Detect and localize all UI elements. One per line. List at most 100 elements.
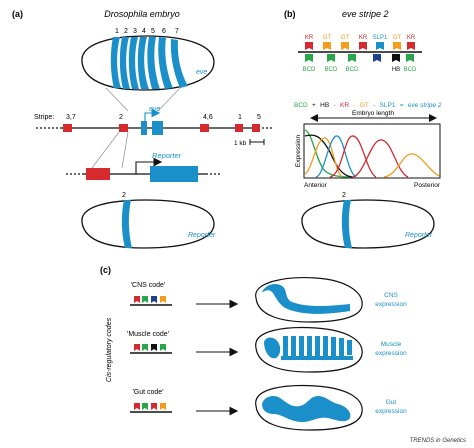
reporter-construct: Reporter <box>66 151 222 182</box>
panel-b-label: (b) <box>284 9 296 19</box>
muscle-segment <box>315 336 320 358</box>
eve-stripe <box>119 37 130 89</box>
kr-site <box>407 42 415 50</box>
eq-gt: GT <box>360 102 369 109</box>
eve-exon <box>152 121 163 135</box>
stripe-label: 1 <box>238 114 242 121</box>
embryo-outline <box>301 199 435 249</box>
muscle-code-row: 'Muscle code' Muscle expression <box>127 326 407 373</box>
embryo-outline <box>255 277 363 323</box>
factor-label: BCD <box>404 67 417 73</box>
eq-slp1: SLP1 <box>380 102 396 109</box>
muscle-segment <box>307 336 312 358</box>
muscle-segment <box>283 336 288 358</box>
code-title: 'Muscle code' <box>127 331 169 338</box>
eve-locus: Stripe: 3,7 2 4,6 1 5 eve 1 kb <box>34 106 274 147</box>
eq-op: - <box>353 102 355 109</box>
expression-label: CNS <box>384 292 398 299</box>
expression-plot: Embryo length Expression Anterior Poster… <box>295 110 441 189</box>
eq-result: eve stripe 2 <box>408 102 442 109</box>
enhancer-1 <box>235 124 243 132</box>
muscle-segment <box>291 336 296 358</box>
hb-site <box>392 54 400 62</box>
eve-stripe <box>137 37 149 89</box>
panel-a-title: Drosophila embryo <box>104 9 180 19</box>
reporter-label: Reporter <box>152 151 182 160</box>
enhancer-3-7 <box>63 124 72 132</box>
stripe2-enhancer-sites: KR GT GT KR SLP1 GT KR BCD BCD BCD HB BC… <box>298 35 422 73</box>
eq-op: + <box>312 102 316 109</box>
reporter-stripe <box>121 200 132 248</box>
enhancer-4-6 <box>200 124 209 132</box>
stripe-numbers: 1 2 3 4 5 6 7 <box>115 28 179 35</box>
panel-b-title: eve stripe 2 <box>342 9 389 19</box>
footer-credit: TRENDS in Genetics <box>410 438 466 444</box>
stripe-label: 5 <box>257 114 261 121</box>
eve-stripe <box>170 39 188 88</box>
stripe-number: 2 <box>124 28 128 35</box>
factor-label: KR <box>407 35 416 41</box>
enhancer-5 <box>252 124 260 132</box>
eq-hb: HB <box>320 102 329 109</box>
stripe-label: 4,6 <box>203 114 213 121</box>
posterior-label: Posterior <box>414 182 441 189</box>
factor-label: GT <box>393 35 402 41</box>
embryo-eve-stripes <box>81 35 215 91</box>
reporter-gene <box>150 166 198 182</box>
panel-c-label: (c) <box>100 265 111 275</box>
enhancer-2 <box>119 124 128 132</box>
eve-stripe <box>147 37 160 89</box>
plot-ylabel: Expression <box>295 135 302 168</box>
cns-expression-pattern <box>262 284 350 314</box>
stripe-label: 2 <box>119 114 123 121</box>
eq-op: - <box>334 102 336 109</box>
gut-expression-pattern <box>262 396 351 422</box>
embryo-reporter-label-b: Reporter <box>405 232 433 239</box>
embryo-outline <box>81 199 215 249</box>
scale-label: 1 kb <box>234 140 247 147</box>
bcd-site <box>348 54 356 62</box>
factor-label: GT <box>323 35 332 41</box>
bcd-site <box>327 54 335 62</box>
gene-label: eve <box>149 106 160 113</box>
muscle-base <box>281 356 353 360</box>
factor-label: BCD <box>303 67 316 73</box>
kr-site <box>305 42 313 50</box>
eve-tss-arrow <box>144 108 161 121</box>
muscle-head-pattern <box>264 337 281 359</box>
kr-curve <box>329 135 377 178</box>
gt-site <box>323 42 331 50</box>
zoom-line <box>105 87 129 112</box>
expression-label: Gut <box>386 399 397 406</box>
stripe-word: Stripe: <box>34 114 54 121</box>
slp1-curve <box>315 135 357 178</box>
bcd-site <box>305 54 313 62</box>
embryo-reporter-label: Reporter <box>188 232 216 239</box>
gt-site <box>393 42 401 50</box>
stripe-number: 4 <box>142 28 146 35</box>
muscle-segment <box>299 336 304 358</box>
muscle-segment <box>339 338 344 356</box>
code-title: 'CNS code' <box>131 282 166 289</box>
stripe-number: 3 <box>133 28 137 35</box>
eve-stripe <box>128 37 139 89</box>
gt-site <box>341 42 349 50</box>
stripe-number: 5 <box>151 28 155 35</box>
cns-code-row: 'CNS code' CNS expression <box>130 277 407 323</box>
anterior-label: Anterior <box>304 182 328 189</box>
code-title: 'Gut code' <box>132 389 163 396</box>
plot-frame <box>303 123 441 179</box>
stripe-2-number: 2 <box>122 192 126 199</box>
eq-kr: KR <box>340 102 349 109</box>
gut-code-row: 'Gut code' Gut expression <box>130 384 407 431</box>
expression-label: expression <box>375 408 407 415</box>
slp1-site <box>376 42 384 50</box>
eve-label: eve <box>196 69 207 76</box>
eve-exon <box>141 121 147 135</box>
expression-label: expression <box>375 350 407 357</box>
stripe-number: 7 <box>175 28 179 35</box>
cis-regulatory-label: Cis-regulatory codes <box>106 317 113 382</box>
stripe-label: 3,7 <box>66 114 76 121</box>
zoom-line <box>91 131 120 169</box>
